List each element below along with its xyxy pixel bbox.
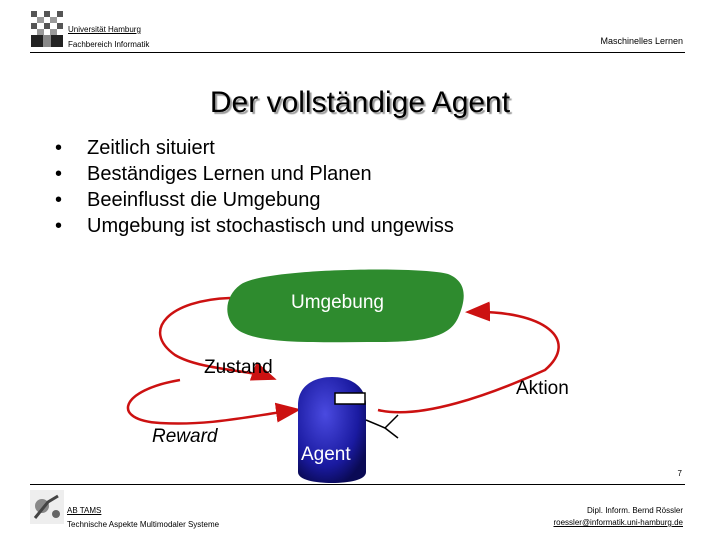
- tams-logo-icon: [30, 490, 64, 524]
- action-label: Aktion: [516, 378, 569, 399]
- group-description: Technische Aspekte Multimodaler Systeme: [67, 520, 220, 529]
- state-label: Zustand: [204, 357, 273, 378]
- reward-arrow: [126, 378, 301, 425]
- footer-divider: [30, 484, 685, 485]
- author-name: Dipl. Inform. Bernd Rössler: [586, 506, 683, 515]
- state-arrow: [158, 296, 277, 381]
- department-label: Fachbereich Informatik: [68, 40, 150, 49]
- header-divider: [30, 52, 685, 53]
- bullet-list: •Zeitlich situiert •Beständiges Lernen u…: [55, 135, 454, 239]
- group-link[interactable]: AB TAMS: [67, 506, 102, 515]
- page-number: 7: [677, 469, 682, 478]
- environment-blob: [227, 269, 464, 343]
- agent-label: Agent: [301, 444, 351, 465]
- agent-sensor: [334, 392, 366, 405]
- university-link[interactable]: Universität Hamburg: [68, 25, 141, 34]
- list-item: •Beeinflusst die Umgebung: [55, 189, 321, 211]
- list-item: •Umgebung ist stochastisch und ungewiss: [55, 215, 454, 237]
- environment-label: Umgebung: [291, 292, 384, 313]
- author-email-link[interactable]: roessler@informatik.uni-hamburg.de: [553, 518, 683, 527]
- list-item: •Zeitlich situiert: [55, 137, 215, 159]
- reward-label: Reward: [152, 426, 218, 447]
- course-title: Maschinelles Lernen: [600, 36, 683, 46]
- university-logo-icon: [30, 10, 64, 48]
- slide-title: Der vollständige Agent: [209, 86, 511, 119]
- list-item: •Beständiges Lernen und Planen: [55, 163, 372, 185]
- action-arrow: [377, 301, 560, 414]
